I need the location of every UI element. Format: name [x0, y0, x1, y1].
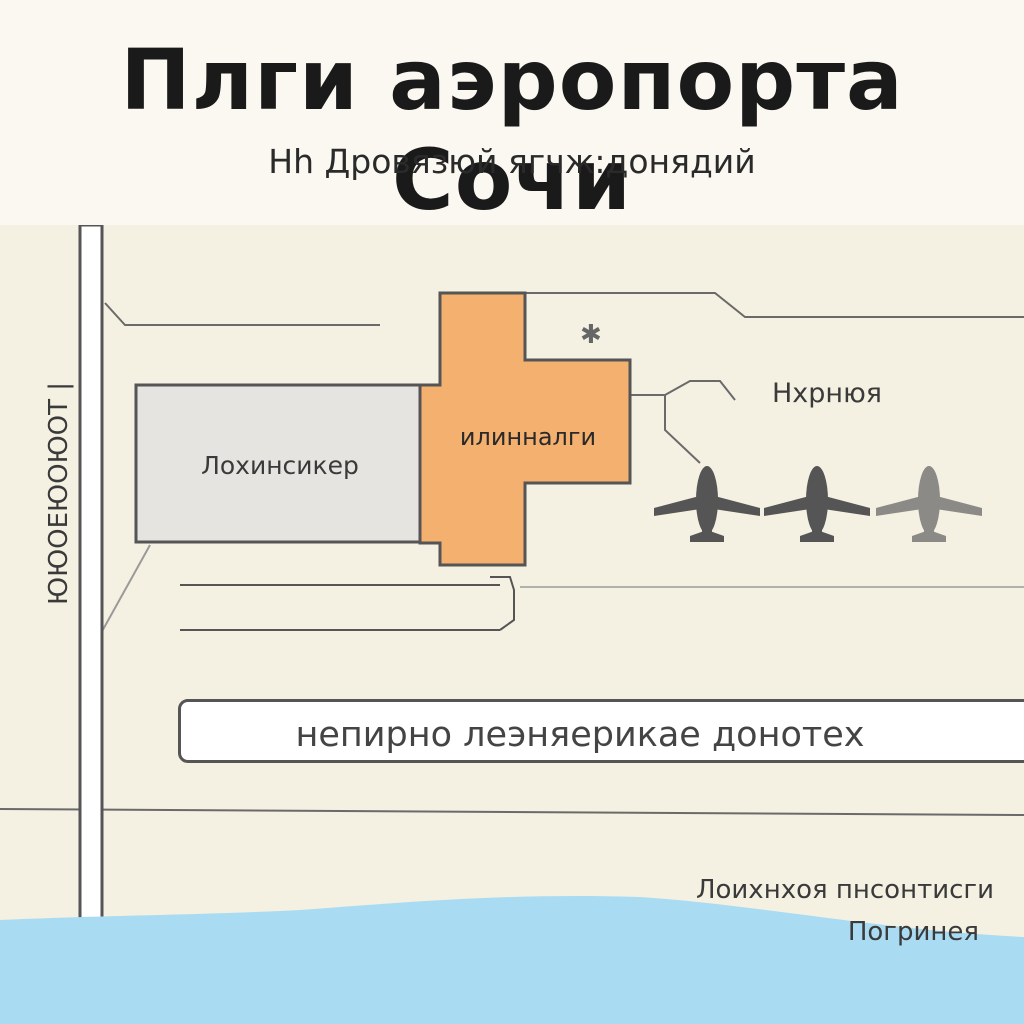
apron-connector-2 [664, 395, 701, 464]
road-banner [178, 699, 1024, 763]
building-label: Лохинсикер [201, 451, 359, 480]
sea-water [0, 895, 1024, 1024]
vertical-highway [78, 225, 104, 1024]
airplane-icon [764, 466, 870, 542]
page-subtitle: Нh Дровязюй ягчж:донядий [268, 142, 756, 181]
road-label: непирно леэняерикае донотех [295, 715, 865, 755]
taxiway-top-right [525, 292, 1024, 318]
airplane-icon [876, 466, 982, 542]
coast-label-line2: Погринея [847, 917, 979, 947]
map-header: Плги аэропорта Сочи Нh Дровязюй ягчж:дон… [0, 0, 1024, 229]
main-road-line [0, 808, 1024, 816]
taxiway-top [104, 302, 380, 326]
map-canvas: ✱ [0, 225, 1024, 1024]
building-block [134, 383, 422, 544]
apron-connector [630, 380, 736, 401]
apron-label: Нхрнюя [772, 378, 883, 409]
page-title: Плги аэропорта Сочи [120, 31, 904, 229]
coast-label-line1: Лоихнхоя пнсонтисги [695, 875, 994, 905]
terminal-label: илинналги [459, 423, 597, 451]
map-area[interactable]: ✱ непирно леэняерикае донотех Лохинсикер… [0, 225, 1024, 1024]
road-loop [490, 576, 515, 631]
airplane-icon [654, 466, 760, 542]
taxiway-left-diag [99, 544, 151, 636]
terminal-block [418, 291, 632, 567]
side-road-label: ЮЮОЕЮОЮОТ | [44, 381, 74, 605]
star-marker-icon: ✱ [580, 320, 602, 350]
